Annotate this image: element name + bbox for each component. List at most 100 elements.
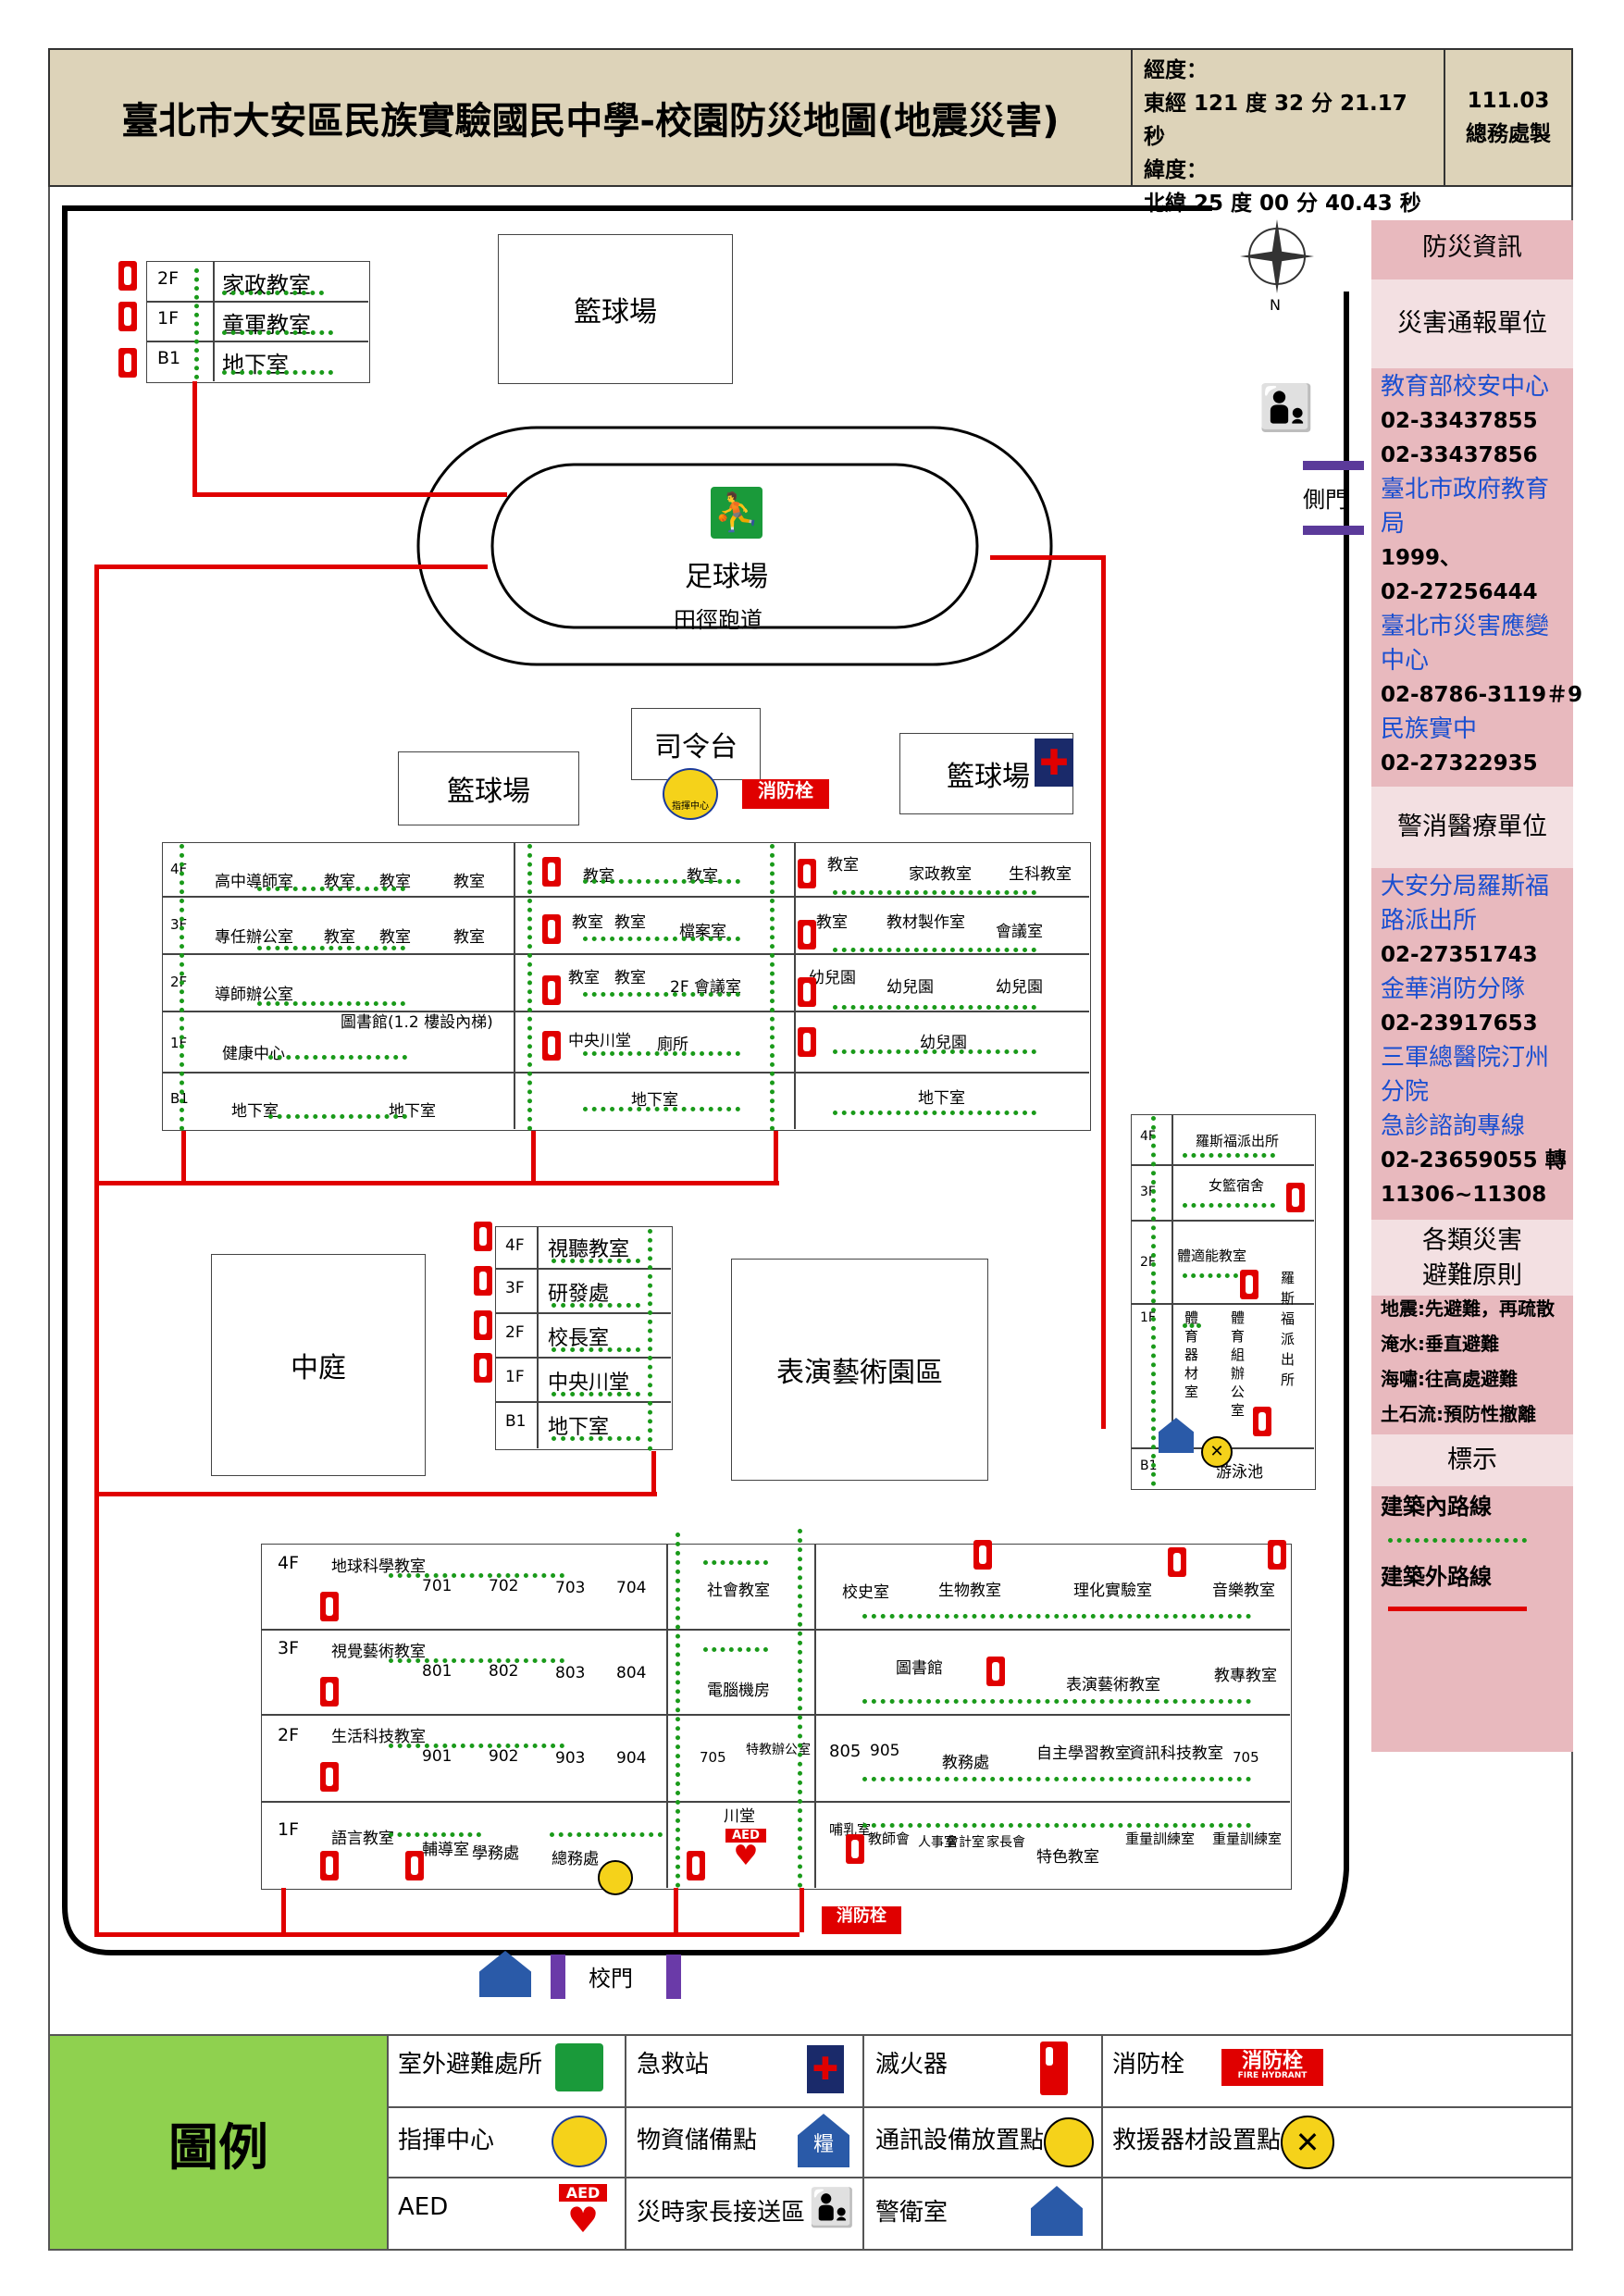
indoor-route — [257, 946, 405, 950]
room-label: 地球科學教室 — [331, 1558, 426, 1576]
legend-label: 救援器材設置點 — [1112, 2127, 1282, 2154]
basketball-court: 籃球場 — [498, 234, 733, 384]
room-label: 902 — [489, 1747, 519, 1766]
indoor-route — [583, 879, 740, 884]
sidebar-title: 防災資訊 — [1371, 220, 1573, 276]
outdoor-route — [94, 1932, 800, 1937]
indoor-route — [833, 1111, 1036, 1115]
room-label: 幼兒園 — [809, 969, 856, 987]
room-label: 圖書館(1.2 樓設內梯) — [341, 1013, 493, 1032]
fire-extinguisher-icon — [542, 1031, 561, 1061]
outdoor-route — [181, 1131, 186, 1181]
legend-aed: AED — [398, 2193, 448, 2221]
hydrant-label: 消防栓 — [758, 779, 813, 801]
track-label: 田徑跑道 — [674, 607, 762, 633]
contact-line: 急診諮詢專線 — [1381, 1112, 1526, 1140]
performing-arts-area: 表演藝術園區 — [731, 1259, 988, 1481]
room-label: 羅斯福派出所 — [1281, 1270, 1295, 1388]
east-divider — [1131, 1220, 1314, 1222]
aed-icon: AED ♥ — [725, 1829, 766, 1873]
legend-label: 物資儲備點 — [637, 2127, 758, 2154]
evacuation-site-icon: ⛹ — [711, 487, 762, 539]
outdoor-route — [281, 1888, 286, 1932]
room-label: 校長室 — [548, 1327, 610, 1350]
legend-grid-h — [387, 2177, 1573, 2178]
rescue-tools-icon: ✕ — [1201, 1436, 1233, 1468]
principle-item: 土石流:預防性撤離 — [1381, 1403, 1536, 1425]
room-label: 羅斯福派出所 — [1196, 1133, 1280, 1149]
fire-extinguisher-icon — [474, 1222, 492, 1251]
fire-extinguisher-icon — [542, 857, 561, 887]
indoor-route — [703, 1647, 768, 1652]
indoor-route — [194, 268, 199, 379]
fire-extinguisher-icon — [1168, 1547, 1186, 1577]
legend-label: 急救站 — [637, 2051, 710, 2079]
room-label: 教室 — [379, 928, 411, 947]
parent-pickup-icon: 👨‍👦 — [1258, 382, 1314, 434]
room-label: 重量訓練室 — [1212, 1831, 1283, 1847]
command-center-icon: 指揮中心 — [663, 768, 718, 820]
tower-divider — [495, 1401, 671, 1403]
parent-pickup-icon: 👨‍👦 — [809, 2187, 855, 2229]
contact-line: 02-33437856 — [1381, 443, 1538, 467]
topleft-divider — [146, 341, 368, 342]
principles-title-line: 各類災害 — [1422, 1226, 1522, 1255]
indoor-route — [703, 1560, 768, 1565]
contact-line: 臺北市政府教育 — [1381, 476, 1550, 503]
courtyard: 中庭 — [211, 1254, 426, 1476]
field-label: 足球場 — [685, 561, 768, 593]
contact-line: 臺北市災害應變 — [1381, 613, 1550, 640]
principle-item: 海嘯:往高處避難 — [1381, 1368, 1518, 1390]
room-label: 教室 — [816, 913, 848, 932]
indoor-route — [1183, 1273, 1238, 1278]
room-label: 體育組辦公室 — [1231, 1309, 1246, 1419]
indoor-route — [527, 844, 532, 1131]
info-sidebar — [1371, 220, 1573, 1752]
contact-line: 三軍總醫院汀州 — [1381, 1044, 1550, 1072]
floor-label: 2F — [157, 268, 180, 289]
fire-extinguisher-icon — [474, 1310, 492, 1340]
topleft-divider — [213, 261, 215, 381]
room-label: 健康中心 — [222, 1045, 285, 1063]
north-block-divider — [162, 953, 1089, 955]
east-building — [1131, 1114, 1316, 1490]
fire-extinguisher-icon — [1253, 1407, 1271, 1436]
contact-line: 路派出所 — [1381, 907, 1478, 935]
east-divider — [1131, 1164, 1314, 1166]
room-label: 音樂教室 — [1212, 1582, 1275, 1600]
floor-label: 1F — [278, 1819, 300, 1840]
room-label: 704 — [616, 1579, 647, 1597]
indoor-route — [1183, 1153, 1275, 1158]
school-gate-label: 校門 — [589, 1966, 633, 1992]
fire-extinguisher-icon — [687, 1851, 705, 1880]
fire-extinguisher-icon — [118, 302, 137, 331]
room-label: 自主學習教室 — [1036, 1744, 1131, 1763]
room-label: 705 — [700, 1749, 726, 1766]
hydrant-sublabel: FIRE HYDRANT — [1237, 2071, 1308, 2080]
floor-label: 2F — [278, 1725, 300, 1745]
tower-divider — [495, 1357, 671, 1359]
indoor-route — [833, 1005, 1036, 1010]
fire-extinguisher-icon — [973, 1540, 992, 1570]
room-label: 重量訓練室 — [1125, 1831, 1196, 1847]
contact-line: 局 — [1381, 510, 1406, 538]
fire-extinguisher-icon — [986, 1657, 1005, 1686]
fire-extinguisher-icon — [798, 977, 816, 1007]
legend-rescue: 救援器材設置點 — [1112, 2121, 1281, 2155]
legend-storage: 物資儲備點 — [637, 2121, 757, 2155]
contact-line: 02-27322935 — [1381, 751, 1538, 776]
maker: 總務處製 — [1466, 122, 1551, 146]
evacuation-site-icon — [555, 2043, 603, 2091]
indoor-route — [862, 1614, 1251, 1619]
contact-line: 分院 — [1381, 1078, 1430, 1106]
contact-line: 02-27351743 — [1381, 943, 1538, 967]
outdoor-route — [94, 1492, 657, 1496]
room-label: 802 — [489, 1662, 519, 1681]
map-title: 臺北市大安區民族實驗國民中學-校園防災地圖(地震災害) — [48, 48, 1133, 187]
outdoor-route — [651, 1451, 656, 1496]
first-aid-icon: ✚ — [807, 2045, 844, 2093]
south-divider — [261, 1629, 1290, 1631]
room-label: 輔導室 — [422, 1841, 469, 1859]
outdoor-route — [94, 566, 99, 1936]
